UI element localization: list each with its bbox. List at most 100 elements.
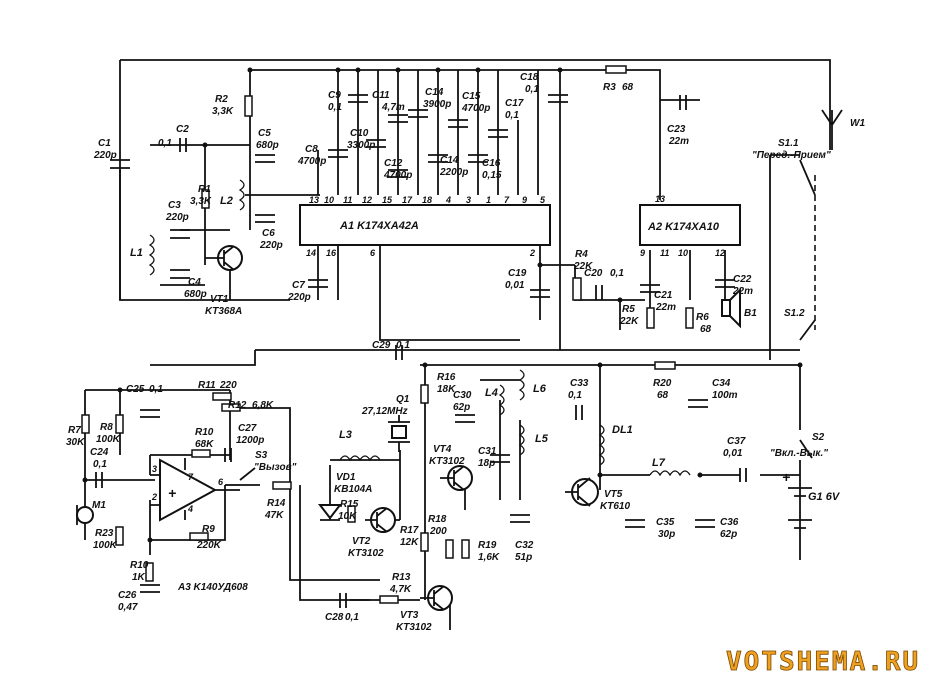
switches: S1.1 "Перед.-Прием" S1.2 S2 "Вкл.-Вык." … [239, 138, 831, 481]
c9-label: C9 [328, 90, 341, 101]
r12-value: 6,8K [252, 400, 274, 411]
r12-label: R12 [228, 400, 247, 411]
r8-label: R8 [100, 422, 113, 433]
c22-label: C22 [733, 274, 752, 285]
ic-a1-body [299, 204, 551, 246]
vt2-type: KT3102 [348, 548, 384, 559]
r19-label: R19 [478, 540, 497, 551]
r13-label: R13 [392, 572, 411, 583]
c27-label: C27 [238, 423, 257, 434]
r10-label: R10 [130, 560, 149, 571]
s3-mode-label: "Вызов" [254, 462, 297, 473]
r14-value: 47K [264, 510, 284, 521]
resistor-labels: R1 3,3K R2 3,3K R3 68 R4 22K R5 22K R6 6… [66, 82, 712, 595]
opamp-a3-label: A3 K140УД608 [177, 582, 248, 593]
c8-value: 4700p [297, 156, 326, 167]
c3-value: 220p [165, 212, 189, 223]
inductor-symbols: L1 L2 L3 L4 L5 L6 L7 DL1 [130, 179, 691, 477]
c32-label: C32 [515, 540, 534, 551]
r11-value: 220 [219, 380, 237, 391]
opamp-pin: 2 [151, 492, 157, 502]
c22-value: 22m [732, 286, 753, 297]
junctions [82, 67, 803, 543]
ic-a1-pin: 5 [540, 195, 546, 205]
ic-a1-pin: 11 [343, 195, 352, 205]
c24-value: 0,1 [93, 459, 107, 470]
c37-label: C37 [727, 436, 746, 447]
c34-label: C34 [712, 378, 731, 389]
r23-value: 100K [93, 540, 118, 551]
speaker-label: B1 [744, 308, 757, 319]
vt4-label: VT4 [433, 444, 452, 455]
transistor-vt2: VT2 KT3102 [348, 507, 396, 559]
c30-value: 62p [453, 402, 470, 413]
antenna-w1: W1 [821, 109, 865, 150]
l5-label: L5 [535, 433, 549, 445]
ic-a2-pin: 11 [660, 248, 669, 258]
vt1-type: KT368A [205, 306, 242, 317]
c5-label: C5 [258, 128, 271, 139]
transistor-vt4: VT4 KT3102 [429, 444, 473, 491]
ic-a2-body [639, 204, 741, 246]
c6-value: 220p [259, 240, 283, 251]
r9-value: 220K [196, 540, 222, 551]
capacitor-labels: C1 220p C2 0,1 C3 220p C4 680p C5 680p C… [90, 72, 753, 623]
r20-label: R20 [653, 378, 672, 389]
ic-a1-label: A1 K174XA42A [339, 220, 419, 232]
c4-value: 680p [184, 289, 207, 300]
ic-a1-pin: 10 [324, 195, 334, 205]
c2-label: C2 [176, 124, 189, 135]
c11-value: 4,7m [381, 102, 405, 113]
battery-g1: G1 6V + [782, 469, 841, 529]
s2-label: S2 [812, 432, 825, 443]
c30-label: C30 [453, 390, 472, 401]
ic-a1-pin: 4 [445, 195, 451, 205]
s1-2-label: S1.2 [784, 308, 805, 319]
l7-label: L7 [652, 457, 666, 469]
r9-label: R9 [202, 524, 215, 535]
c24-label: C24 [90, 447, 109, 458]
r4-label: R4 [575, 249, 588, 260]
vd1-label: VD1 [336, 472, 356, 483]
c37-value: 0,01 [723, 448, 743, 459]
battery-label: G1 6V [808, 491, 841, 503]
c25-label: C25 [126, 384, 145, 395]
c15-value: 4700p [461, 103, 490, 114]
r16-value: 18K [437, 384, 456, 395]
q1-value: 27,12MHz [361, 406, 408, 417]
c7-label: C7 [292, 280, 305, 291]
r5-label: R5 [622, 304, 635, 315]
ic-a1-pin: 2 [529, 248, 535, 258]
c20-label: C20 [584, 268, 603, 279]
c9-value: 0,1 [328, 102, 342, 113]
l2-label: L2 [220, 195, 233, 207]
vt1-label: VT1 [210, 294, 229, 305]
c12-label: C12 [384, 158, 403, 169]
opamp-pin: 3 [152, 464, 157, 474]
c20-value: 0,1 [610, 268, 624, 279]
transistor-vt1: VT1 KT368A [205, 245, 243, 317]
ic-a1-pin: 17 [402, 195, 413, 205]
r7-value: 30K [66, 437, 85, 448]
c28-value: 0,1 [345, 612, 359, 623]
ic-a1-pin: 3 [466, 195, 471, 205]
r20-value: 68 [657, 390, 669, 401]
c36-value: 62p [720, 529, 737, 540]
r10b-value: 68K [195, 439, 214, 450]
s3-label: S3 [255, 450, 268, 461]
ic-a1-pin: 9 [522, 195, 527, 205]
r6-label: R6 [696, 312, 709, 323]
crystal-q1: Q1 27,12MHz [361, 394, 410, 452]
c29-value: 0,1 [396, 340, 410, 351]
ic-a2-pin: 9 [640, 248, 645, 258]
r1-label: R1 [198, 184, 211, 195]
ic-a1-pin: 15 [382, 195, 393, 205]
c1-value: 220p [93, 150, 117, 161]
ic-a2-label: A2 K174XA10 [647, 221, 720, 233]
r15-value: 10K [338, 511, 357, 522]
r17-label: R17 [400, 525, 419, 536]
c29-label: C29 [372, 340, 391, 351]
c28-label: C28 [325, 612, 344, 623]
r23-label: R23 [95, 528, 114, 539]
